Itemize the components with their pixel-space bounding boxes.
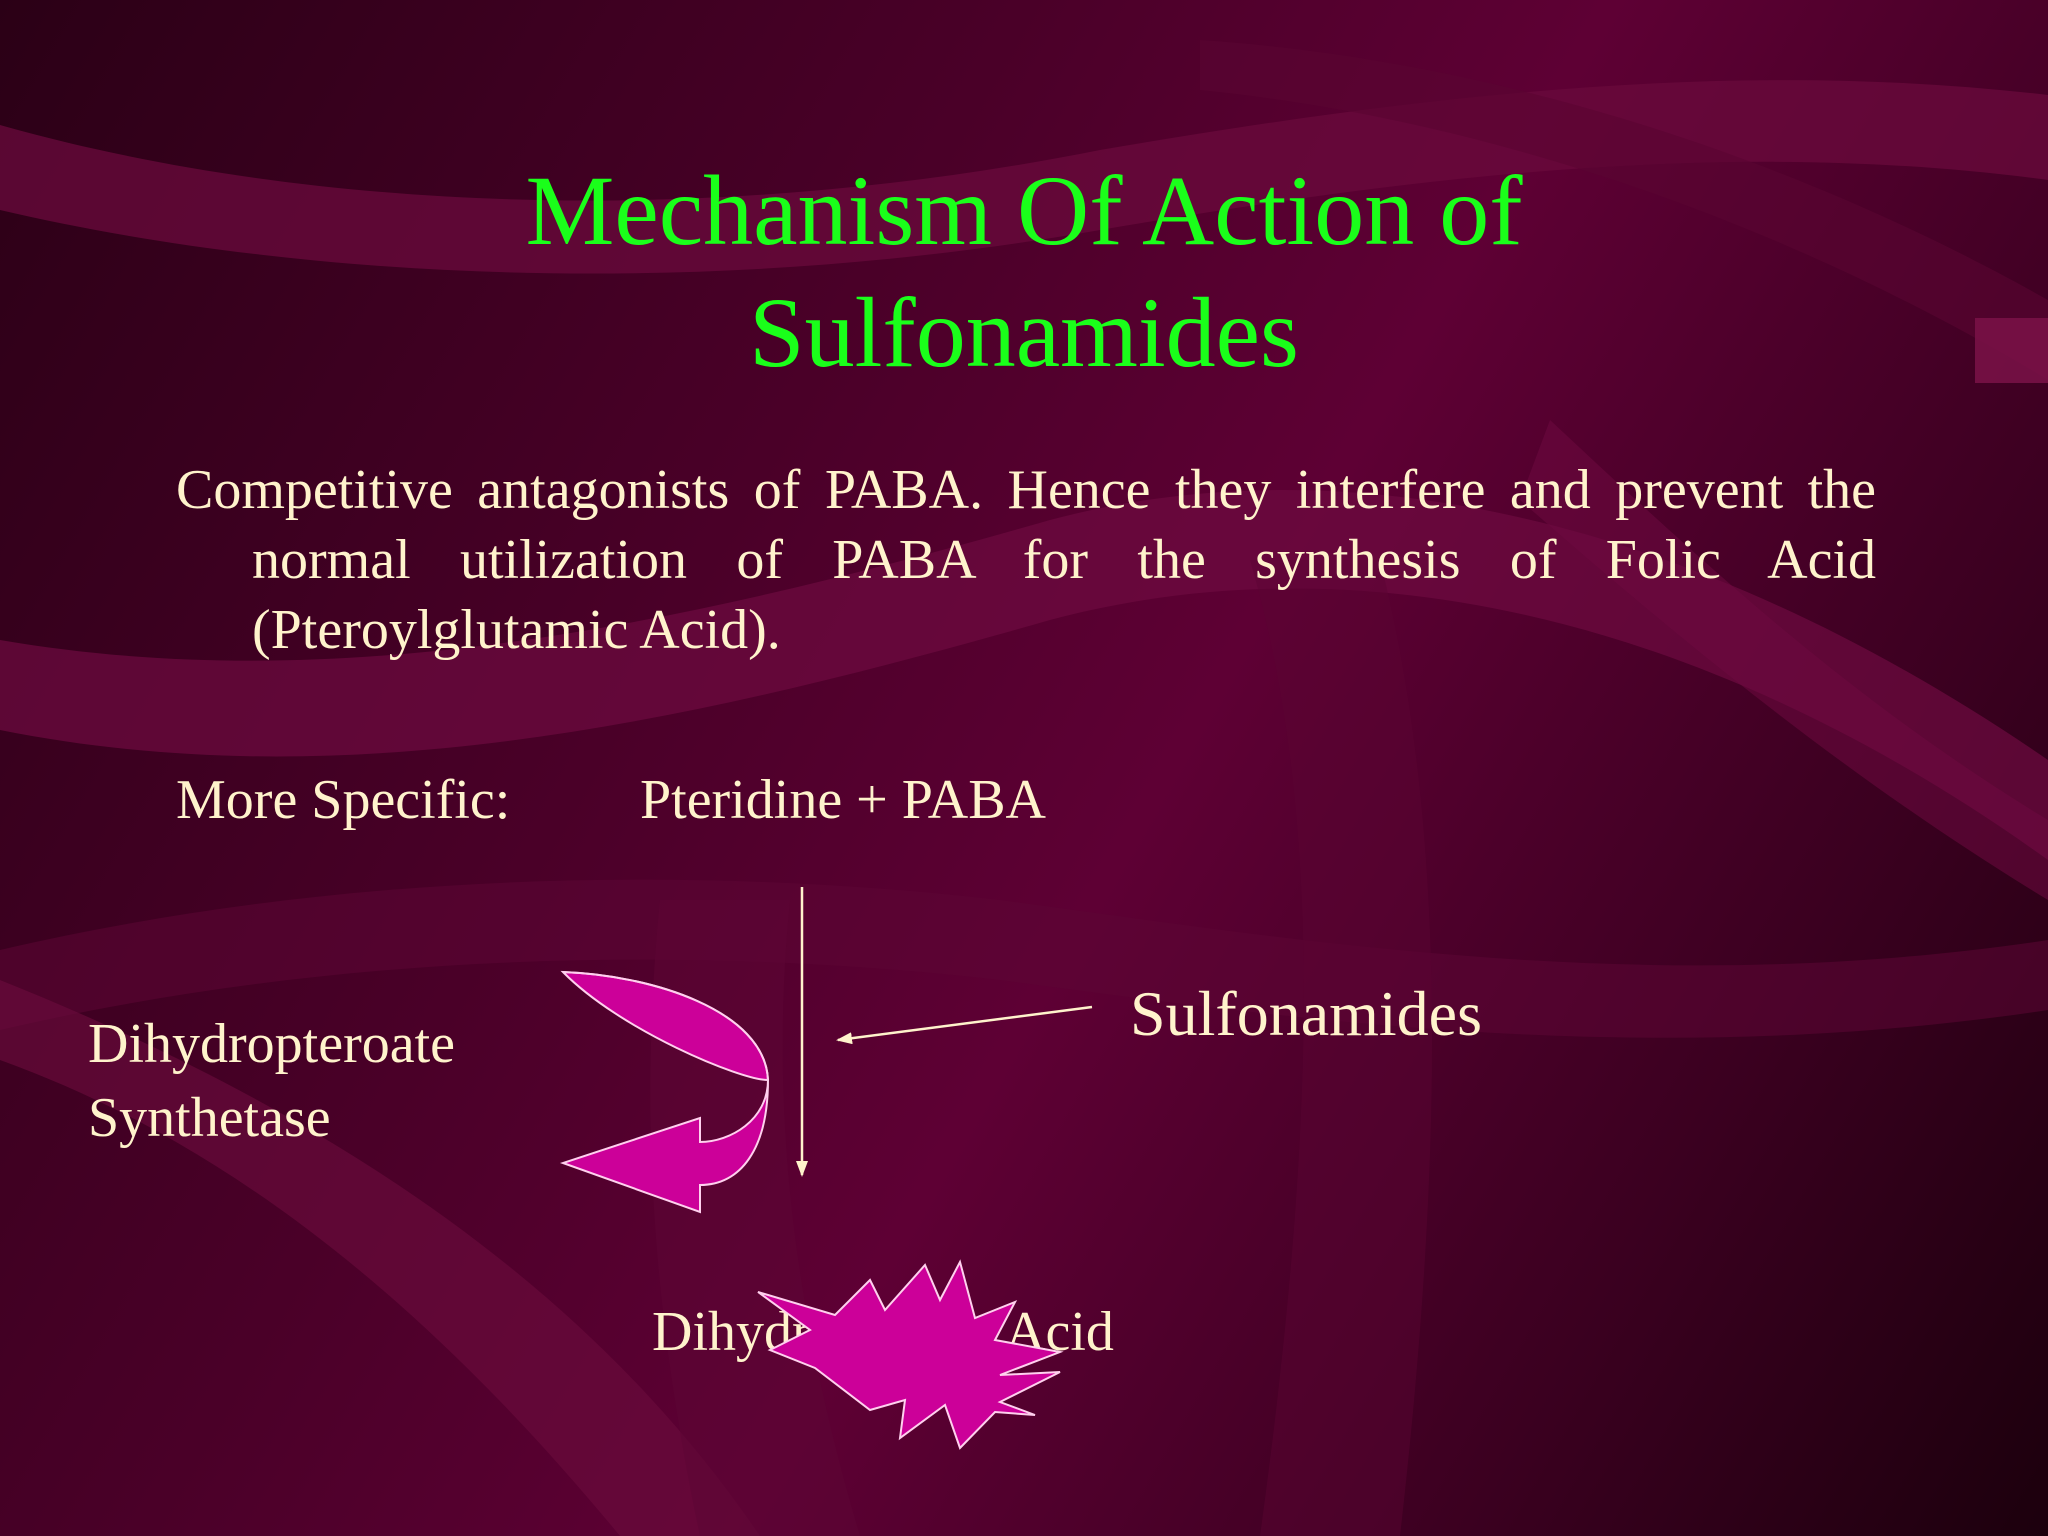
title-line-1: Mechanism Of Action of xyxy=(525,155,1523,266)
inhibition-arrow xyxy=(836,1005,1093,1045)
inhibitor-label: Sulfonamides xyxy=(1130,978,1482,1049)
block-starburst-icon xyxy=(757,1259,1064,1450)
enzyme-label-line-1: Dihydropteroate xyxy=(88,1013,455,1075)
enzyme-label-line-2: Synthetase xyxy=(88,1087,331,1149)
slide-title: Mechanism Of Action of Sulfonamides xyxy=(0,150,2048,394)
enzyme-curved-arrow-icon xyxy=(559,970,770,1214)
reactants-label: Pteridine + PABA xyxy=(640,769,1046,831)
description-paragraph: Competitive antagonists of PABA. Hence t… xyxy=(176,459,1876,661)
enzyme-label: Dihydropteroate Synthetase xyxy=(88,1007,455,1155)
more-specific-label: More Specific: xyxy=(176,769,511,831)
title-line-2: Sulfonamides xyxy=(749,277,1299,388)
